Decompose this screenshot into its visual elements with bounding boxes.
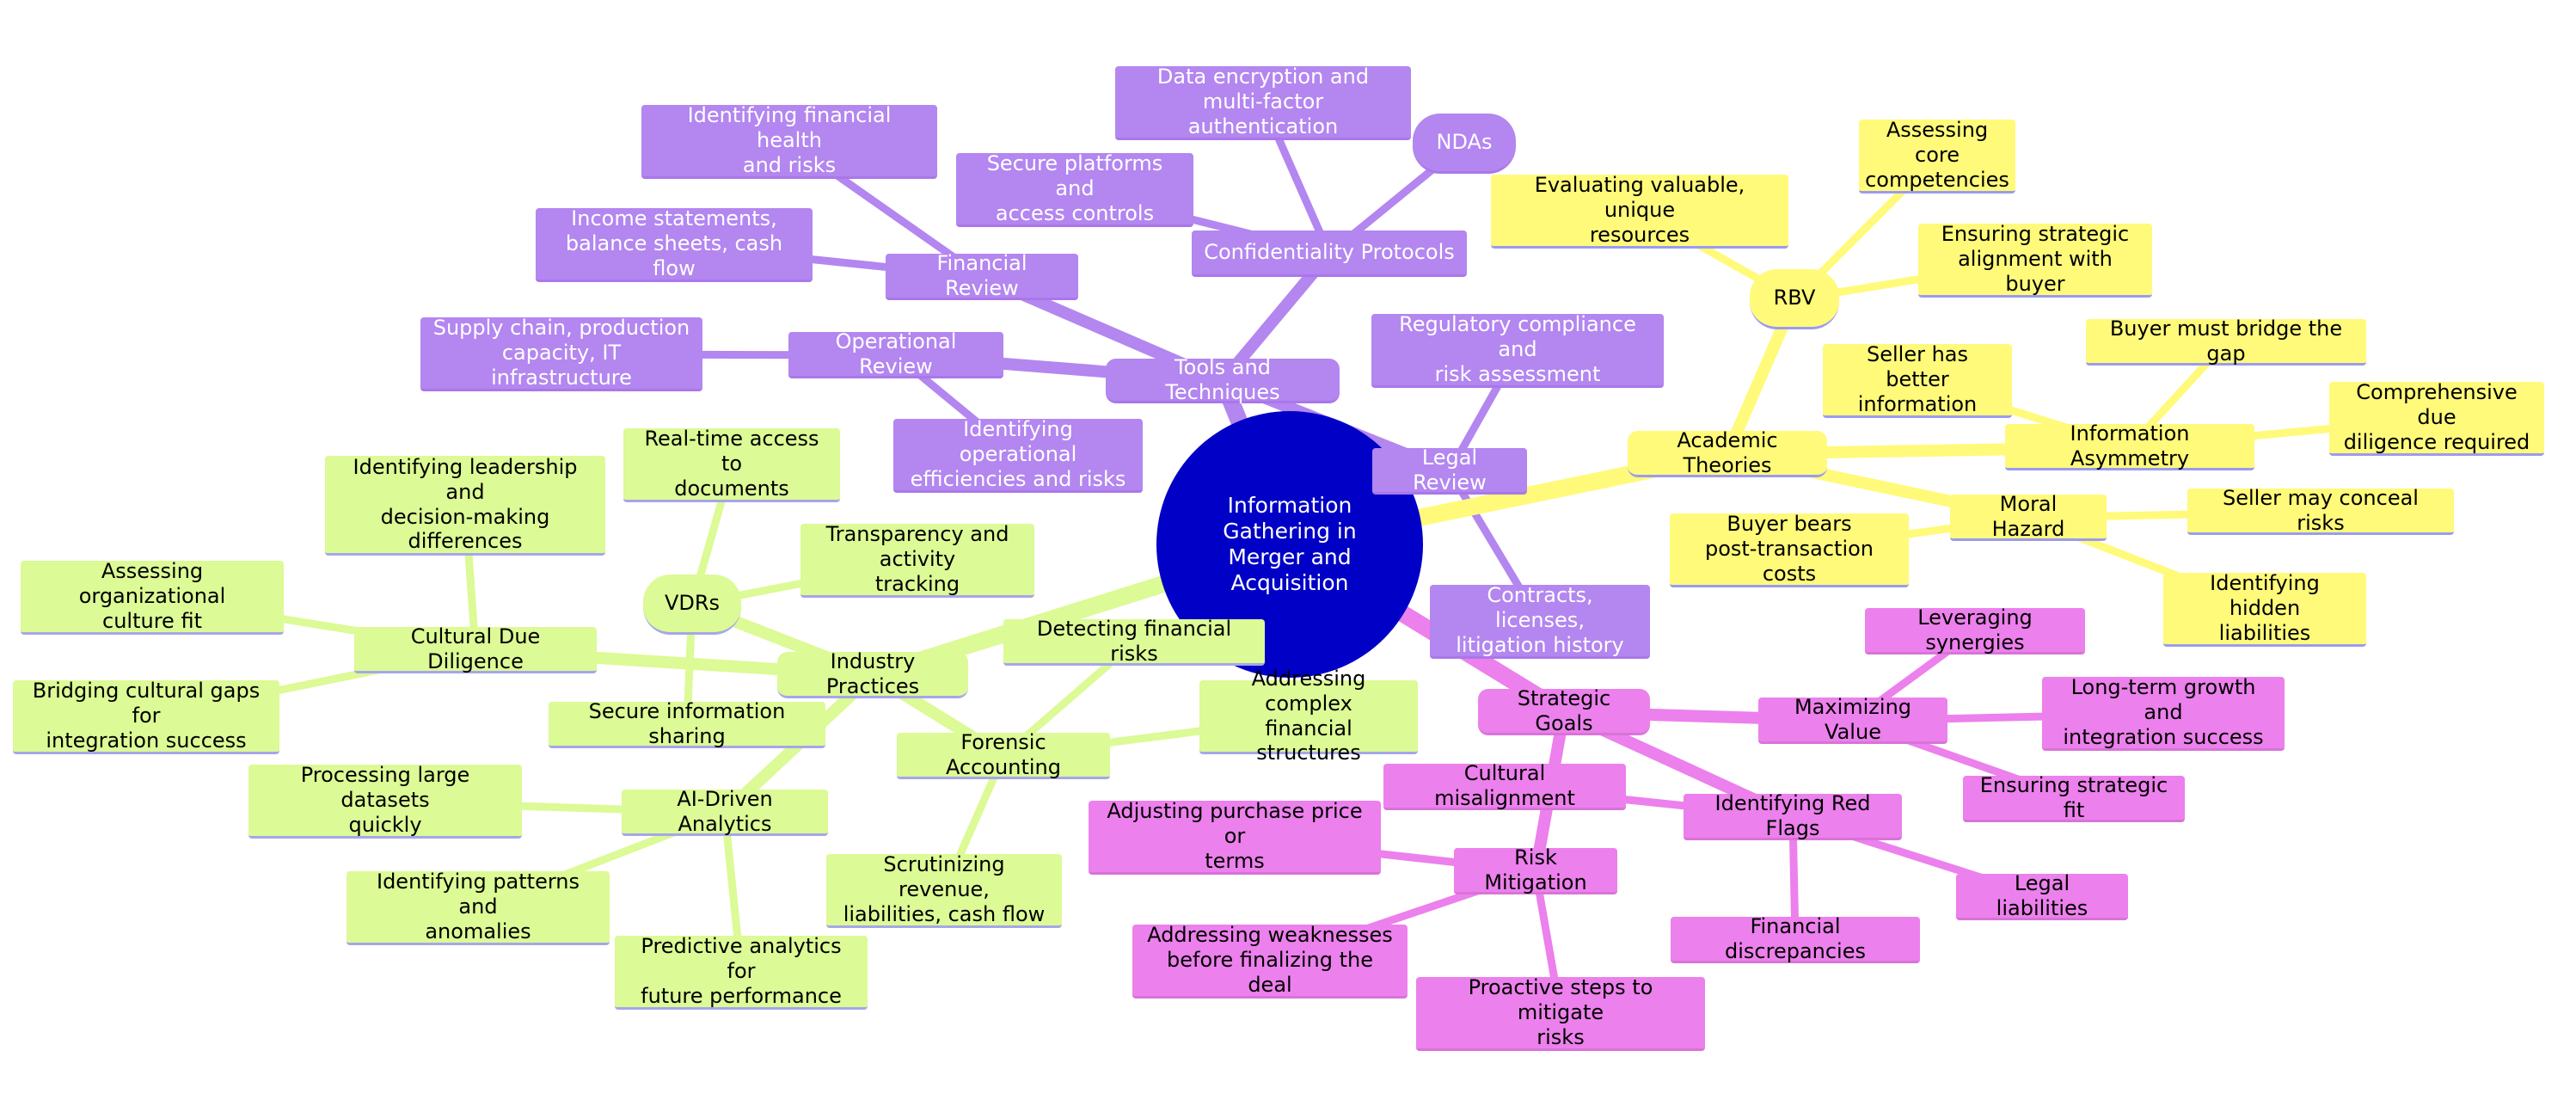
scrutinizing-revenue-node: Scrutinizing revenue, liabilities, cash …: [826, 852, 1062, 928]
hidden-liabilities-node: Identifying hidden liabilities: [2163, 571, 2366, 647]
ensuring-strategic-fit-node: Ensuring strategic fit: [1963, 773, 2185, 822]
vdrs-node: VDRs: [643, 575, 741, 635]
operational-review-node: Operational Review: [788, 329, 1003, 378]
regulatory-compliance-node: Regulatory compliance and risk assessmen…: [1371, 312, 1664, 388]
seller-conceal-risks-node: Seller may conceal risks: [2187, 486, 2454, 535]
detecting-financial-risks-node: Detecting financial risks: [1003, 617, 1265, 666]
legal-liabilities-node: Legal liabilities: [1956, 871, 2128, 920]
tools-and-techniques-node: Tools and Techniques: [1106, 355, 1340, 404]
long-term-growth-node: Long-term growth and integration success: [2042, 675, 2285, 751]
culture-fit-node: Assessing organizational culture fit: [21, 559, 284, 635]
predictive-analytics-node: Predictive analytics for future performa…: [615, 934, 868, 1010]
leadership-differences-node: Identifying leadership and decision-maki…: [325, 455, 605, 556]
secure-platforms-node: Secure platforms and access controls: [956, 151, 1193, 227]
ndas-node: NDAs: [1413, 114, 1516, 174]
real-time-access-node: Real-time access to documents: [623, 427, 840, 502]
buyer-bears-costs-node: Buyer bears post-transaction costs: [1670, 512, 1909, 587]
operational-efficiencies-node: Identifying operational efficiencies and…: [893, 417, 1143, 493]
contracts-licenses-node: Contracts, licenses, litigation history: [1430, 583, 1650, 659]
maximizing-value-node: Maximizing Value: [1758, 695, 1947, 744]
financial-health-node: Identifying financial health and risks: [641, 103, 937, 179]
confidentiality-protocols-node: Confidentiality Protocols: [1192, 230, 1467, 277]
complex-structures-node: Addressing complex financial structures: [1199, 667, 1418, 765]
addressing-weaknesses-node: Addressing weaknesses before finalizing …: [1132, 923, 1408, 999]
secure-sharing-node: Secure information sharing: [549, 699, 825, 748]
transparency-tracking-node: Transparency and activity tracking: [800, 522, 1034, 598]
industry-practices-node: Industry Practices: [777, 649, 968, 698]
valuable-resources-node: Evaluating valuable, unique resources: [1491, 173, 1788, 249]
financial-review-node: Financial Review: [886, 251, 1078, 300]
cultural-due-diligence-node: Cultural Due Diligence: [354, 624, 597, 673]
moral-hazard-node: Moral Hazard: [1950, 492, 2107, 541]
financial-statements-node: Income statements, balance sheets, cash …: [536, 206, 813, 282]
buyer-bridge-gap-node: Buyer must bridge the gap: [2086, 317, 2366, 366]
academic-theories-node: Academic Theories: [1628, 428, 1827, 477]
strategic-alignment-node: Ensuring strategic alignment with buyer: [1918, 222, 2152, 298]
seller-better-information-node: Seller has better information: [1823, 342, 2012, 418]
leveraging-synergies-node: Leveraging synergies: [1865, 605, 2085, 655]
patterns-anomalies-node: Identifying patterns and anomalies: [347, 870, 610, 945]
data-encryption-node: Data encryption and multi-factor authent…: [1115, 65, 1411, 140]
identifying-red-flags-node: Identifying Red Flags: [1684, 791, 1902, 840]
financial-discrepancies-node: Financial discrepancies: [1671, 914, 1920, 963]
bridging-cultural-gaps-node: Bridging cultural gaps for integration s…: [13, 679, 279, 754]
rbv-node: RBV: [1750, 269, 1839, 329]
large-datasets-node: Processing large datasets quickly: [248, 763, 522, 839]
legal-review-node: Legal Review: [1372, 446, 1527, 495]
core-competencies-node: Assessing core competencies: [1859, 118, 2015, 194]
forensic-accounting-node: Forensic Accounting: [897, 730, 1110, 779]
risk-mitigation-node: Risk Mitigation: [1454, 845, 1617, 894]
information-asymmetry-node: Information Asymmetry: [2005, 421, 2254, 470]
ai-driven-analytics-node: AI-Driven Analytics: [622, 787, 828, 836]
due-diligence-required-node: Comprehensive due diligence required: [2329, 380, 2544, 456]
proactive-steps-node: Proactive steps to mitigate risks: [1416, 975, 1705, 1051]
strategic-goals-node: Strategic Goals: [1478, 686, 1650, 735]
adjusting-purchase-price-node: Adjusting purchase price or terms: [1089, 799, 1381, 875]
supply-chain-node: Supply chain, production capacity, IT in…: [420, 316, 702, 391]
cultural-misalignment-node: Cultural misalignment: [1383, 761, 1626, 810]
